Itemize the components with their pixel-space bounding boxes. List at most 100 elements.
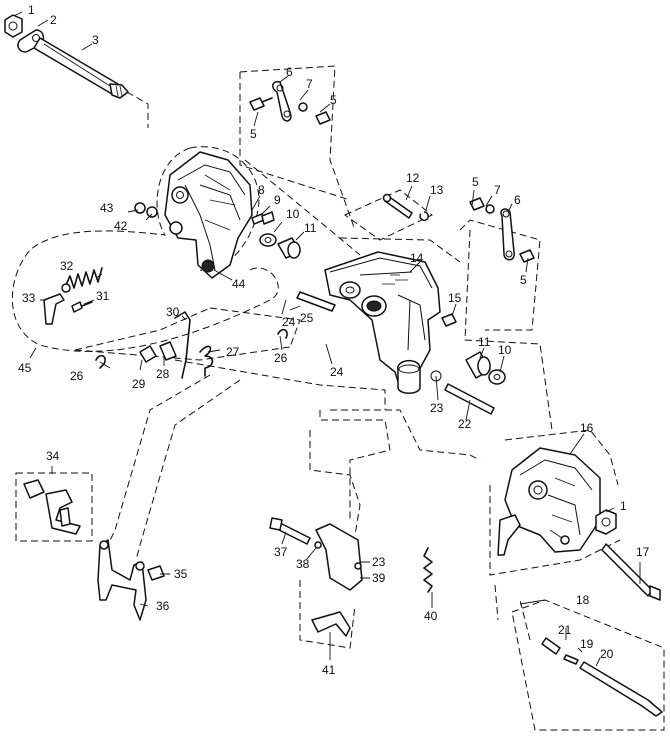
label-41: 41 xyxy=(322,663,336,677)
label-23-lower: 23 xyxy=(372,555,386,569)
pin-12-13 xyxy=(382,193,429,222)
label-44: 44 xyxy=(232,277,246,291)
label-29: 29 xyxy=(132,377,146,391)
label-35: 35 xyxy=(174,567,188,581)
label-6-right: 6 xyxy=(514,193,521,207)
label-31: 31 xyxy=(96,289,110,303)
label-24-upper: 24 xyxy=(282,315,296,329)
right-bracket-16 xyxy=(504,447,601,553)
nut-1-right xyxy=(595,509,617,535)
upper-link-assembly xyxy=(249,80,331,125)
label-7-right: 7 xyxy=(494,183,501,197)
label-9: 9 xyxy=(274,193,281,207)
label-27: 27 xyxy=(226,345,240,359)
cap-34 xyxy=(23,479,45,499)
label-1-right: 1 xyxy=(620,499,627,513)
label-33: 33 xyxy=(22,291,36,305)
label-8: 8 xyxy=(258,183,265,197)
nut-1 xyxy=(4,14,23,38)
right-shaft-parts xyxy=(430,351,506,415)
swivel-bracket-14 xyxy=(296,251,457,394)
lever-33 xyxy=(43,293,65,325)
label-5-right-top: 5 xyxy=(472,175,479,189)
pin-35 xyxy=(147,565,165,581)
label-7-upper: 7 xyxy=(306,77,313,91)
bushing-29 xyxy=(139,345,157,363)
left-bracket xyxy=(164,151,253,279)
clip-28 xyxy=(159,341,177,361)
label-6-upper: 6 xyxy=(286,65,293,79)
label-20: 20 xyxy=(600,647,614,661)
spring-30 xyxy=(174,311,191,379)
spring-27 xyxy=(199,345,214,377)
label-11-right: 11 xyxy=(478,335,491,349)
washer-10-upper xyxy=(259,233,277,247)
clip-7-right xyxy=(485,204,495,214)
pin-22 xyxy=(444,383,495,415)
label-39: 39 xyxy=(372,571,386,585)
spring-32 xyxy=(65,267,103,289)
assembly-guide-lines xyxy=(11,65,665,731)
label-10-right: 10 xyxy=(498,343,512,357)
label-40: 40 xyxy=(424,609,438,623)
label-16: 16 xyxy=(580,421,594,435)
clip-13 xyxy=(419,211,429,222)
label-13: 13 xyxy=(430,183,444,197)
label-5-upper-right: 5 xyxy=(330,93,337,107)
label-21: 21 xyxy=(558,623,572,637)
label-22: 22 xyxy=(458,417,472,431)
label-1: 1 xyxy=(28,3,35,17)
label-2: 2 xyxy=(50,13,57,27)
label-24-lower: 24 xyxy=(330,365,344,379)
label-5-upper-left: 5 xyxy=(250,127,257,141)
shaft-3 xyxy=(33,37,119,95)
right-link-assembly xyxy=(469,197,535,263)
washer-10-right xyxy=(488,369,506,385)
clip-41 xyxy=(311,611,351,637)
label-26-mid: 26 xyxy=(274,351,288,365)
label-5-right-bottom: 5 xyxy=(520,273,527,287)
pin-19 xyxy=(563,654,579,665)
label-25: 25 xyxy=(300,311,314,325)
right-bracket-assembly xyxy=(497,447,661,601)
bolt-17 xyxy=(601,543,653,597)
link-plate-6-right xyxy=(500,208,515,261)
rod-20 xyxy=(579,661,663,717)
label-3: 3 xyxy=(92,33,99,47)
label-32: 32 xyxy=(60,259,74,273)
label-23-upper: 23 xyxy=(430,401,444,415)
spring-40 xyxy=(423,547,433,593)
part-labels: 1 2 3 6 7 5 5 12 13 5 7 6 5 8 9 10 11 43… xyxy=(18,3,650,677)
label-36: 36 xyxy=(156,599,170,613)
tilt-shaft-assembly xyxy=(4,14,129,99)
plate-38 xyxy=(315,523,363,591)
label-28: 28 xyxy=(156,367,170,381)
label-26-left: 26 xyxy=(70,369,84,383)
link-plate-6-upper xyxy=(272,80,292,122)
label-42: 42 xyxy=(114,219,128,233)
clip-7-upper xyxy=(298,102,308,112)
lower-left-parts xyxy=(23,311,433,637)
label-45: 45 xyxy=(18,361,32,375)
label-12: 12 xyxy=(406,171,420,185)
left-bracket-assembly xyxy=(43,151,301,325)
label-10-upper: 10 xyxy=(286,207,300,221)
clip-26-mid xyxy=(277,328,288,339)
label-43: 43 xyxy=(100,201,114,215)
label-19: 19 xyxy=(580,637,594,651)
spring-21 xyxy=(541,637,561,655)
label-14: 14 xyxy=(410,251,424,265)
label-30: 30 xyxy=(166,305,180,319)
label-18: 18 xyxy=(576,593,590,607)
label-37: 37 xyxy=(274,545,288,559)
label-38: 38 xyxy=(296,557,310,571)
label-34: 34 xyxy=(46,449,60,463)
label-11-upper: 11 xyxy=(304,221,317,235)
fork-36 xyxy=(97,539,147,621)
washer-42 xyxy=(146,206,158,218)
nut-43 xyxy=(134,202,146,214)
rod-assembly-18 xyxy=(541,637,663,717)
label-15: 15 xyxy=(448,291,462,305)
